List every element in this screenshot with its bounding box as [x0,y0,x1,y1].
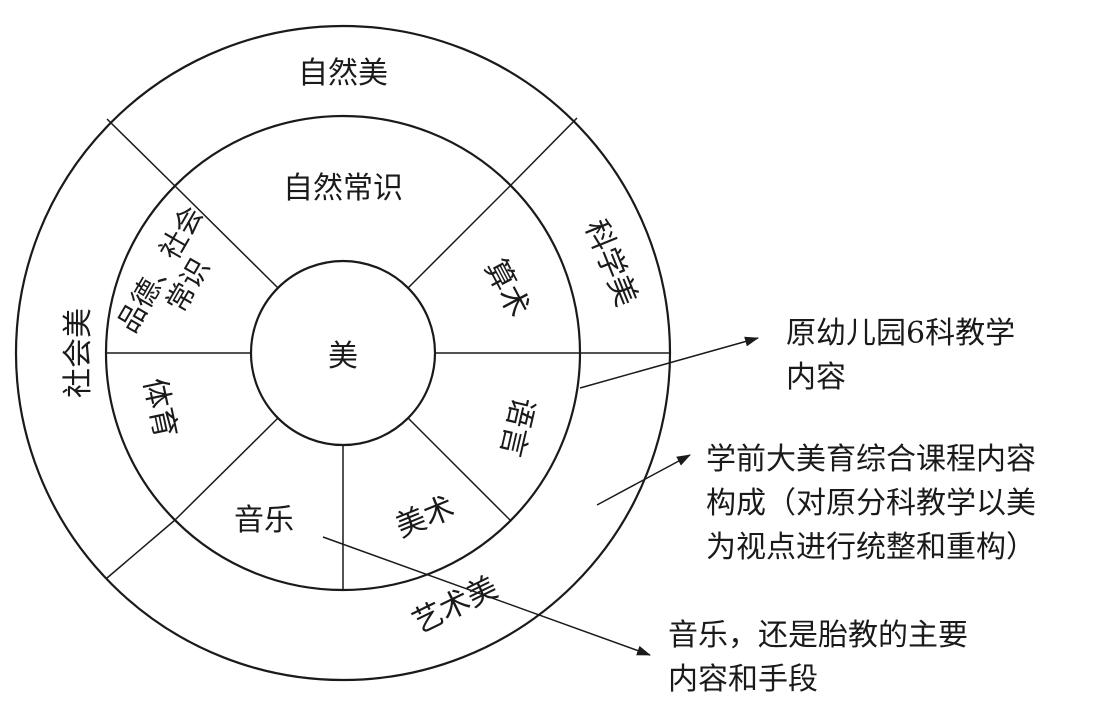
arrow-integrated [596,454,691,506]
note-music-line2: 内容和手段 [668,662,818,697]
arrow-music [322,536,651,656]
note-integrated: 学前大美育综合课程内容 构成（对原分科教学以美 为视点进行统整和重构） [706,438,1036,570]
outer-divider-upper-right [510,117,578,186]
inner-divider-upper-right [407,184,512,289]
outer-label-art: 艺术美 [407,570,503,641]
outer-label-science: 科学美 [577,215,643,312]
center-label: 美 [328,339,358,374]
inner-label-nature-knowledge: 自然常识 [283,171,403,206]
note-music-line1: 音乐，还是胎教的主要 [668,618,968,653]
note-six-subjects-line1: 原幼儿园6科教学 [786,316,1016,351]
note-six-subjects-line2: 内容 [786,360,846,395]
note-integrated-line1: 学前大美育综合课程内容 [706,442,1036,477]
outer-label-social: 社会美 [61,308,96,398]
outer-divider-lower-left [106,519,176,579]
inner-label-language: 语言 [493,394,541,460]
note-integrated-line2: 构成（对原分科教学以美 [706,486,1036,521]
inner-divider-lower-left [174,417,279,521]
outer-divider-upper-left [106,118,176,187]
inner-label-math: 算术 [477,254,536,323]
arrow-six-subjects [579,336,759,389]
note-music: 音乐，还是胎教的主要 内容和手段 [668,614,968,702]
inner-divider-lower-right [407,417,512,522]
note-six-subjects: 原幼儿园6科教学 内容 [786,312,1015,400]
inner-label-music: 音乐 [234,503,294,538]
inner-label-pe: 体育 [136,375,183,441]
inner-divider-upper-left [174,185,279,289]
outer-label-natural: 自然美 [298,56,388,91]
inner-label-arts: 美术 [391,490,460,545]
note-integrated-line3: 为视点进行统整和重构） [706,530,1036,565]
